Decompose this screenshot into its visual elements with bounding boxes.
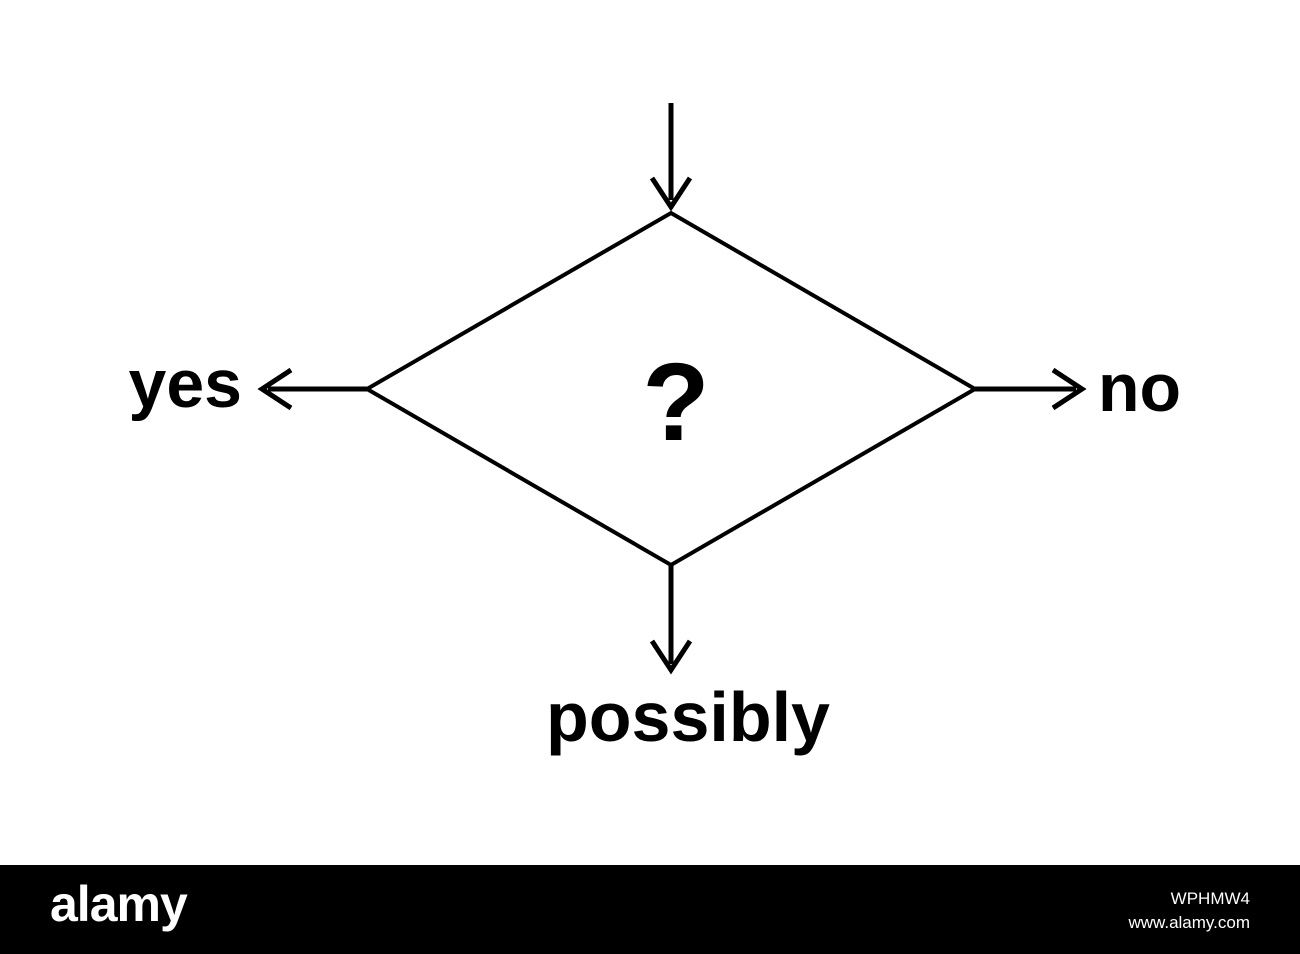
flowchart-diagram: ? yes no possibly <box>129 103 1181 756</box>
no-label: no <box>1098 350 1181 426</box>
possibly-label: possibly <box>546 678 830 756</box>
watermark-footer: alamy WPHMW4 www.alamy.com <box>0 865 1300 954</box>
site-url: www.alamy.com <box>1128 913 1250 932</box>
image-id: WPHMW4 <box>1170 889 1250 908</box>
possibly-branch-arrowhead <box>649 639 693 675</box>
incoming-arrow-head <box>649 176 693 212</box>
no-branch-arrowhead <box>1051 367 1087 411</box>
decision-symbol: ? <box>642 341 709 464</box>
alamy-logo: alamy <box>50 876 188 932</box>
yes-branch-arrowhead <box>257 367 293 411</box>
yes-label: yes <box>129 346 242 422</box>
watermark-info: WPHMW4 www.alamy.com <box>1128 887 1250 935</box>
